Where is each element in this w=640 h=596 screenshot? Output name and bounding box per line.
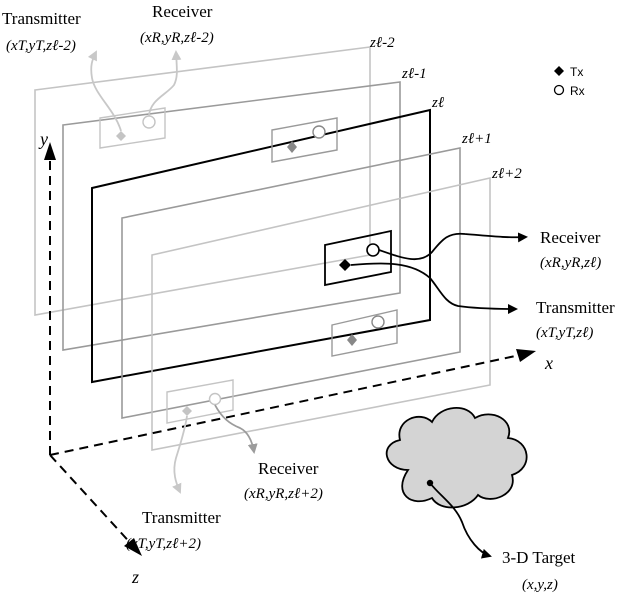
tx-diamond-icon <box>116 131 126 141</box>
tx-legend-diamond-icon <box>554 66 564 76</box>
legend-rx-label: Rx <box>570 84 585 98</box>
sensor-box-z-l-1 <box>271 117 338 163</box>
x-axis-line <box>49 354 521 456</box>
plane-label-z-l-2: zℓ-2 <box>369 35 395 51</box>
top-receiver-coords: (xR,yR,zℓ-2) <box>140 30 214 46</box>
right-transmitter-coords: (xT,yT,zℓ) <box>536 325 593 341</box>
right-receiver-title: Receiver <box>540 228 601 247</box>
rx-circle-icon <box>366 243 380 257</box>
plane-z-l-2 <box>34 46 371 316</box>
plane-label-z-l+1: zℓ+1 <box>461 131 492 147</box>
plane-z-l <box>91 108 431 384</box>
rx-legend-circle-icon <box>553 84 565 96</box>
bottom-transmitter-title: Transmitter <box>142 508 221 527</box>
sensor-box-z-l-2 <box>99 107 166 149</box>
bottom-receiver-title: Receiver <box>258 459 319 478</box>
z-axis-arrowhead <box>124 538 142 556</box>
target-coords: (x,y,z) <box>522 577 558 593</box>
target-arrow <box>429 482 492 559</box>
plane-label-z-l+2: zℓ+2 <box>491 166 522 182</box>
bottom-receiver-coords: (xR,yR,zℓ+2) <box>244 486 323 502</box>
z-axis-line <box>49 454 136 549</box>
tx-diamond-icon <box>339 259 351 271</box>
target-title: 3-D Target <box>502 548 576 567</box>
target-cloud-icon <box>385 407 528 509</box>
y-axis-label: y <box>38 129 48 149</box>
plane-label-z-l-1: zℓ-1 <box>401 66 427 82</box>
top-receiver-title: Receiver <box>152 2 213 21</box>
top-transmitter-arrow <box>87 50 122 132</box>
tx-diamond-icon <box>182 406 192 416</box>
bottom-receiver-arrow <box>214 404 258 454</box>
z-axis-label: z <box>131 567 139 587</box>
bottom-transmitter-coords: (xT,yT,zℓ+2) <box>126 536 201 552</box>
right-transmitter-arrow <box>350 262 518 314</box>
x-axis-arrowhead <box>516 349 536 362</box>
tx-diamond-icon <box>347 334 357 346</box>
top-transmitter-title: Transmitter <box>2 9 81 28</box>
plane-z-l+2 <box>151 176 491 451</box>
bottom-transmitter-arrow <box>172 415 188 494</box>
right-receiver-coords: (xR,yR,zℓ) <box>540 255 601 271</box>
top-transmitter-coords: (xT,yT,zℓ-2) <box>6 38 76 54</box>
legend-tx-label: Tx <box>570 65 583 79</box>
tx-diamond-icon <box>287 141 297 153</box>
top-receiver-arrow <box>148 50 182 117</box>
x-axis-label: x <box>544 353 553 373</box>
sensor-box-z-l+1 <box>331 309 398 357</box>
right-receiver-arrow <box>378 232 528 261</box>
plane-label-z-l: zℓ <box>431 95 444 111</box>
sensor-box-z-l+2 <box>166 379 234 424</box>
plane-z-l-1 <box>62 81 401 351</box>
sensor-box-z-l <box>324 229 392 287</box>
y-axis-arrowhead <box>44 142 56 160</box>
rx-circle-icon <box>371 315 385 329</box>
rx-circle-icon <box>312 125 326 139</box>
rx-circle-icon <box>142 115 156 129</box>
plane-z-l+1 <box>121 147 461 419</box>
right-transmitter-title: Transmitter <box>536 298 615 317</box>
rx-circle-icon <box>208 392 222 406</box>
